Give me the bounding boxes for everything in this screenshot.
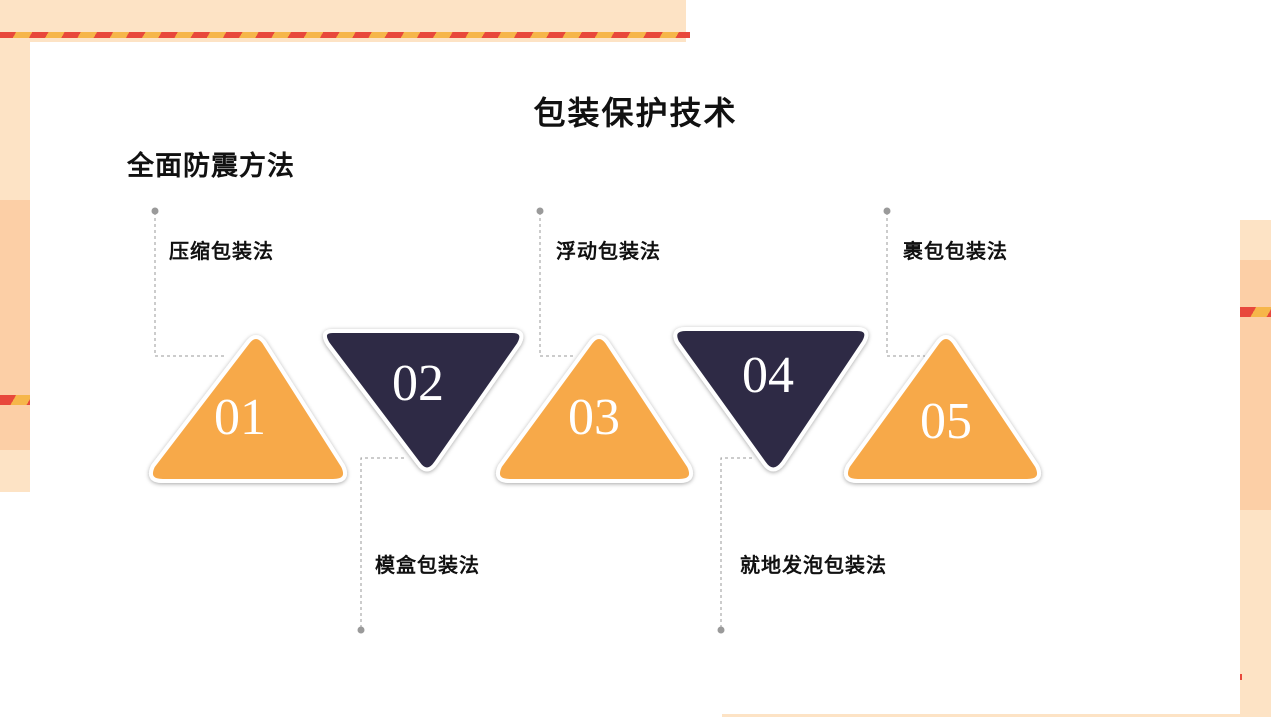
step-label-04: 就地发泡包装法 xyxy=(740,553,887,577)
left-decor-stripe xyxy=(0,395,30,405)
connector-dot-05 xyxy=(883,207,891,215)
step-label-01: 压缩包装法 xyxy=(169,239,274,263)
step-number-04: 04 xyxy=(742,347,794,404)
triangle-02 xyxy=(322,329,524,472)
step-label-03: 浮动包装法 xyxy=(556,239,661,263)
triangle-03 xyxy=(496,335,693,483)
triangle-05 xyxy=(844,335,1041,483)
page-title: 包装保护技术 xyxy=(533,94,738,132)
step-number-02: 02 xyxy=(392,355,444,412)
step-number-05: 05 xyxy=(920,393,972,450)
connector-line-01 xyxy=(154,212,225,357)
right-decor-bar-accent xyxy=(1240,260,1271,510)
triangle-01 xyxy=(149,335,347,483)
step-label-02: 模盒包装法 xyxy=(375,553,480,577)
step-number-01: 01 xyxy=(214,389,266,446)
connector-dot-03 xyxy=(536,207,544,215)
left-decor-bar-accent xyxy=(0,200,30,450)
connector-line-02 xyxy=(360,457,405,628)
step-label-05: 裹包包装法 xyxy=(903,239,1008,263)
connector-line-04 xyxy=(720,457,755,628)
right-decor-stripe xyxy=(1240,307,1271,317)
connector-dot-01 xyxy=(151,207,159,215)
connector-line-05 xyxy=(886,212,925,357)
connector-dot-02 xyxy=(357,626,365,634)
top-decor-stripe xyxy=(0,32,690,38)
connector-dot-04 xyxy=(717,626,725,634)
section-subtitle: 全面防震方法 xyxy=(127,151,295,182)
step-number-03: 03 xyxy=(568,389,620,446)
connector-line-03 xyxy=(539,212,575,357)
triangle-04 xyxy=(673,327,869,472)
